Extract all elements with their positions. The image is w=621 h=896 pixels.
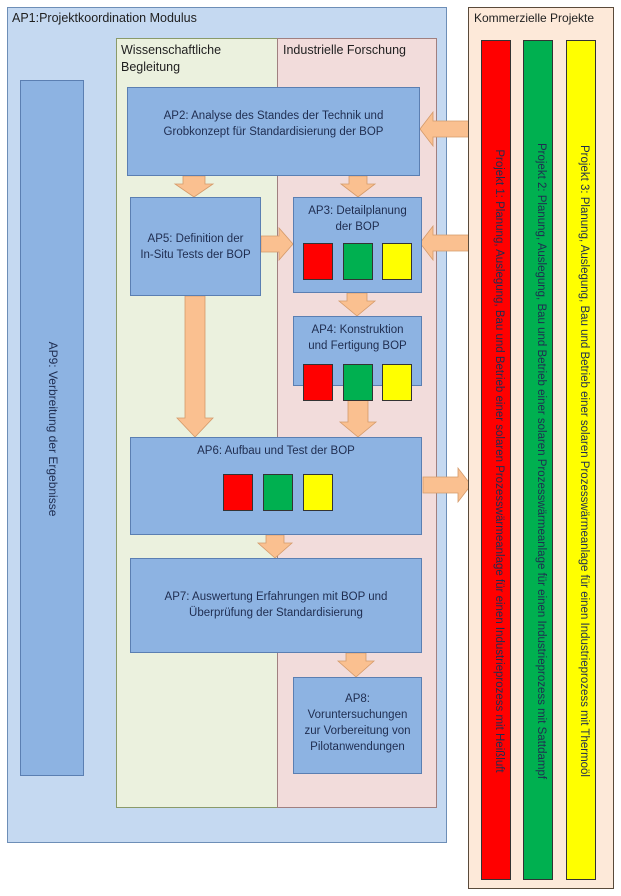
arrow-ap5-to-ap3 [260,226,294,262]
project-2-bar: Projekt 2: Planung, Auslegung, Bau und B… [523,40,553,880]
ap5-line2: In-Situ Tests der BOP [140,249,251,261]
column-wiss-header-line1: Wissenschaftliche [121,43,222,57]
ap1-title: AP1:Projektkoordination Modulus [12,11,197,25]
arrow-ap2-to-ap3 [339,175,377,198]
arrow-ap6-to-komm [422,466,472,504]
ap7-line2: Überprüfung der Standardisierung [189,607,363,619]
kommerzielle-projekte-title: Kommerzielle Projekte [474,11,595,25]
ap7-line1: AP7: Auswertung Erfahrungen mit BOP und [164,591,388,603]
arrow-komm-to-ap3 [419,224,473,262]
ap2-box: AP2: Analyse des Standes der Technik und… [127,87,420,176]
arrow-ap6-to-ap7 [256,534,294,559]
ap8-line4: Pilotanwendungen [310,741,405,753]
column-ind-header: Industrielle Forschung [283,43,406,57]
ap3-line1: AP3: Detailplanung [308,205,407,217]
arrow-ap7-to-ap8 [336,652,376,678]
ap4-box: AP4: Konstruktion und Fertigung BOP [293,316,422,401]
arrow-ap5-to-ap6 [176,295,214,438]
ap8-line3: zur Vorbereitung von [304,725,411,737]
ap3-line2: der BOP [335,221,380,233]
ap8-line1: AP8: [345,693,370,705]
ap3-marker-yellow [382,243,412,280]
ap8-box: AP8: Voruntersuchungen zur Vorbereitung … [293,677,422,774]
ap6-line1: AP6: Aufbau und Test der BOP [197,445,355,457]
ap6-marker-green [263,474,293,511]
project-1-label: Projekt 1: Planung, Auslegung, Bau und B… [493,149,505,773]
project-3-bar: Projekt 3: Planung, Auslegung, Bau und B… [566,40,596,880]
column-wiss-header: Wissenschaftliche Begleitung [121,42,221,76]
ap3-marker-red [303,243,333,280]
ap3-marker-green [343,243,373,280]
project-1-bar: Projekt 1: Planung, Auslegung, Bau und B… [481,40,511,880]
ap8-line2: Voruntersuchungen [307,709,408,721]
ap5-line1: AP5: Definition der [147,233,244,245]
arrow-ap2-to-ap5 [173,175,215,198]
ap5-box: AP5: Definition der In-Situ Tests der BO… [130,197,261,296]
ap6-marker-red [223,474,253,511]
ap9-box: AP9: Verbreitung der Ergebnisse [20,80,84,776]
ap4-line1: AP4: Konstruktion [311,324,404,336]
project-3-label: Projekt 3: Planung, Auslegung, Bau und B… [578,144,590,777]
ap2-line1: AP2: Analyse des Standes der Technik und [163,110,384,122]
ap6-box: AP6: Aufbau und Test der BOP [130,437,422,535]
ap2-line2: Grobkonzept für Standardisierung der BOP [163,126,384,138]
ap4-marker-red [303,364,333,401]
project-2-label: Projekt 2: Planung, Auslegung, Bau und B… [535,142,547,780]
ap4-marker-green [343,364,373,401]
column-wiss-header-line2: Begleitung [121,60,181,74]
ap7-box: AP7: Auswertung Erfahrungen mit BOP und … [130,558,422,653]
arrow-ap3-to-ap4 [337,292,377,317]
arrow-komm-to-ap2 [419,110,473,148]
ap4-line2: und Fertigung BOP [308,340,407,352]
ap3-box: AP3: Detailplanung der BOP [293,197,422,293]
ap6-marker-yellow [303,474,333,511]
ap4-marker-yellow [382,364,412,401]
